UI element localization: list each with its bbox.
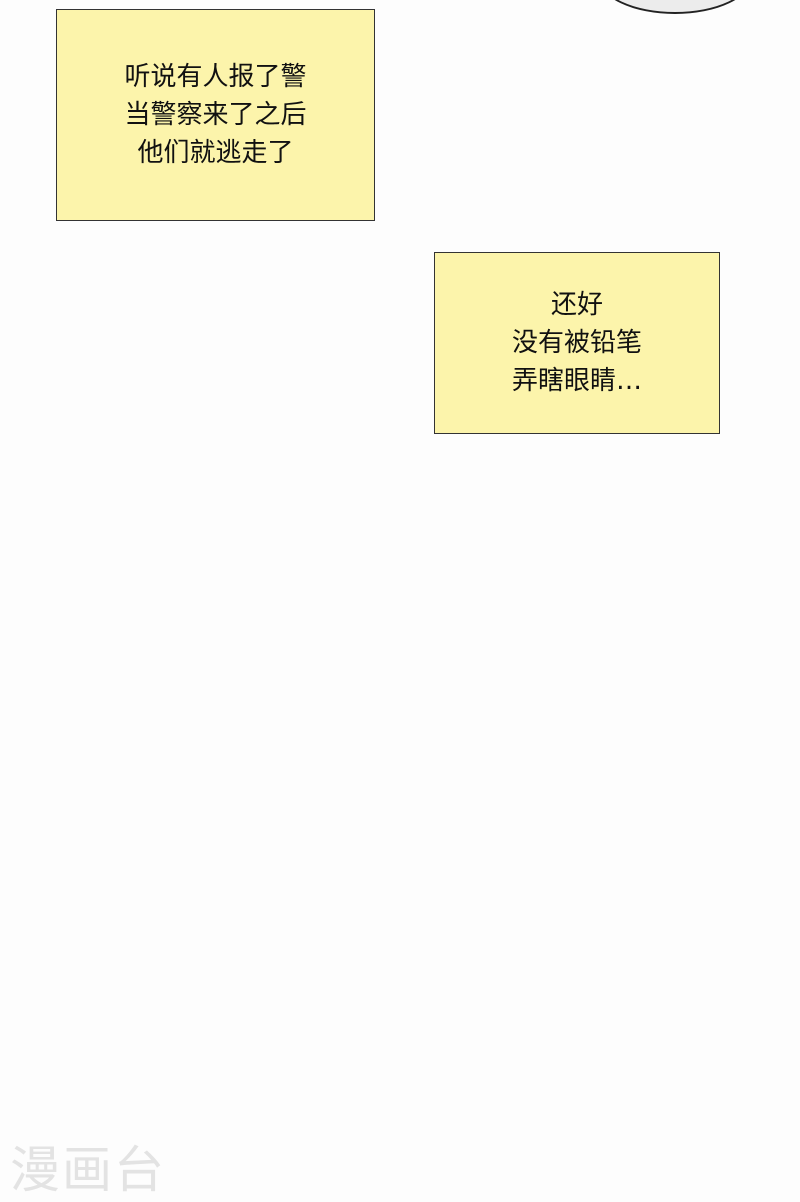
caption-line: 当警察来了之后 [124, 100, 307, 130]
caption-line: 没有被铅笔 [511, 328, 642, 358]
caption-line: 还好 [550, 290, 603, 320]
caption-line: 弄瞎眼睛… [511, 366, 642, 396]
caption-box-2: 还好 没有被铅笔 弄瞎眼睛… [434, 252, 720, 434]
watermark-logo: 漫画台 [10, 1141, 166, 1199]
caption-line: 听说有人报了警 [124, 62, 307, 92]
caption-line: 他们就逃走了 [137, 138, 294, 168]
speech-bubble-fragment [598, 0, 752, 14]
caption-box-1: 听说有人报了警 当警察来了之后 他们就逃走了 [56, 9, 375, 221]
